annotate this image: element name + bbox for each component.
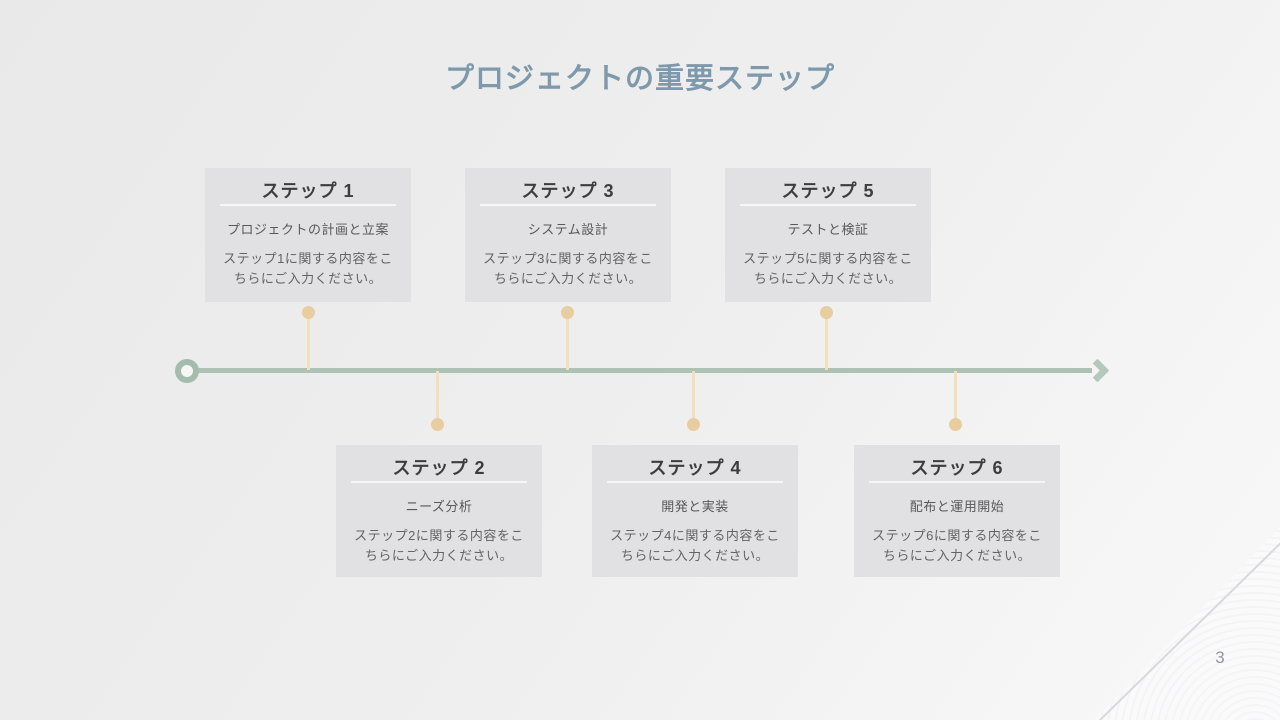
step-card-2: ステップ 2 ニーズ分析 ステップ2に関する内容をこちらにご入力ください。	[336, 445, 542, 577]
connector-line-step-1	[307, 318, 310, 370]
step-card-divider	[607, 481, 783, 483]
step-card-divider	[220, 204, 396, 206]
step-card-body: ステップ6に関する内容をこちらにご入力ください。	[872, 528, 1042, 563]
step-card-title: ステップ 1	[261, 181, 355, 201]
connector-dot-step-4	[687, 418, 700, 431]
step-card-subtitle: ニーズ分析	[405, 499, 473, 514]
connector-line-step-4	[692, 371, 695, 425]
corner-swirl-texture	[1095, 526, 1280, 720]
connector-dot-step-1	[302, 306, 315, 319]
step-card-4: ステップ 4 開発と実装 ステップ4に関する内容をこちらにご入力ください。	[592, 445, 798, 577]
step-card-divider	[869, 481, 1045, 483]
step-card-body: ステップ3に関する内容をこちらにご入力ください。	[483, 251, 653, 286]
slide-title: プロジェクトの重要ステップ	[444, 63, 835, 95]
step-card-3: ステップ 3 システム設計 ステップ3に関する内容をこちらにご入力ください。	[465, 168, 671, 302]
step-card-6: ステップ 6 配布と運用開始 ステップ6に関する内容をこちらにご入力ください。	[854, 445, 1060, 577]
connector-dot-step-6	[949, 418, 962, 431]
step-card-subtitle: 配布と運用開始	[909, 499, 1005, 514]
timeline-line	[196, 368, 1092, 373]
step-card-title: ステップ 5	[781, 181, 875, 201]
connector-dot-step-3	[561, 306, 574, 319]
step-card-title: ステップ 3	[521, 181, 615, 201]
step-card-1: ステップ 1 プロジェクトの計画と立案 ステップ1に関する内容をこちらにご入力く…	[205, 168, 411, 302]
timeline-arrowhead-icon	[1085, 358, 1110, 383]
step-card-body: ステップ4に関する内容をこちらにご入力ください。	[610, 528, 780, 563]
timeline-start-ring-icon	[175, 359, 199, 383]
step-card-divider	[740, 204, 916, 206]
connector-line-step-3	[566, 318, 569, 370]
step-card-title: ステップ 2	[392, 458, 486, 478]
connector-line-step-2	[436, 371, 439, 425]
step-card-title: ステップ 4	[648, 458, 742, 478]
step-card-5: ステップ 5 テストと検証 ステップ5に関する内容をこちらにご入力ください。	[725, 168, 931, 302]
step-card-divider	[480, 204, 656, 206]
step-card-subtitle: 開発と実装	[661, 499, 729, 514]
step-card-subtitle: テストと検証	[787, 222, 869, 237]
step-card-body: ステップ2に関する内容をこちらにご入力ください。	[354, 528, 524, 563]
step-card-subtitle: システム設計	[527, 222, 609, 237]
connector-dot-step-2	[431, 418, 444, 431]
step-card-body: ステップ5に関する内容をこちらにご入力ください。	[743, 251, 913, 286]
step-card-divider	[351, 481, 527, 483]
page-number: 3	[1215, 648, 1225, 667]
step-card-title: ステップ 6	[910, 458, 1004, 478]
connector-line-step-5	[825, 318, 828, 370]
step-card-body: ステップ1に関する内容をこちらにご入力ください。	[223, 251, 393, 286]
connector-line-step-6	[954, 371, 957, 425]
step-card-subtitle: プロジェクトの計画と立案	[226, 222, 389, 237]
connector-dot-step-5	[820, 306, 833, 319]
